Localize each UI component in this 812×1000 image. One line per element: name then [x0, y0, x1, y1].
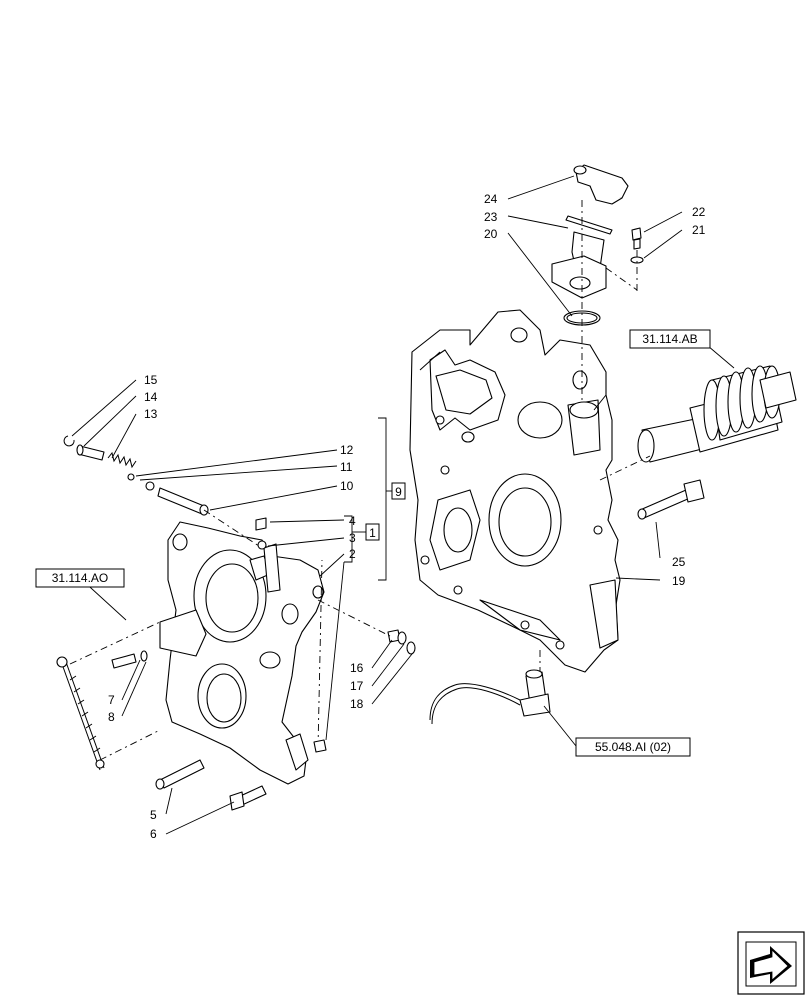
bolt-5	[155, 759, 205, 790]
o-ring-18	[406, 641, 416, 655]
callout-5: 5	[150, 808, 157, 822]
callout-9-box	[391, 482, 406, 500]
next-page-arrow-icon[interactable]	[737, 931, 805, 995]
front-cover	[159, 521, 325, 785]
bolt-22	[631, 227, 642, 250]
bolt-axis-b	[605, 267, 638, 291]
callout-25: 25	[672, 555, 686, 569]
circlip-15	[63, 435, 75, 447]
filler-tube	[551, 231, 607, 299]
filler-gasket	[565, 215, 613, 235]
bolt-6	[229, 785, 267, 811]
callout-9: 9	[395, 485, 402, 499]
callout-21: 21	[692, 223, 706, 237]
ref-box-55-048-ai[interactable]: 55.048.AI (02)	[575, 737, 691, 757]
bracket-1	[344, 515, 353, 563]
plug-4	[255, 517, 267, 531]
bolt-25	[637, 479, 705, 520]
ball-11	[127, 473, 135, 481]
ref-31-114-ao-label[interactable]: 31.114.AO	[52, 571, 108, 585]
callout-14: 14	[144, 390, 158, 404]
ref-box-31-114-ao[interactable]: 31.114.AO	[35, 568, 125, 588]
callout-2: 2	[349, 547, 356, 561]
pto-shaft-assembly	[637, 365, 797, 463]
bracket-9	[378, 417, 387, 581]
callout-1-box	[365, 523, 380, 541]
shaft-axis	[599, 455, 651, 481]
callout-24: 24	[484, 192, 498, 206]
plug-axis	[317, 599, 391, 637]
pin-axis	[203, 509, 263, 549]
washer-8	[140, 650, 148, 662]
dowel-axis	[317, 559, 323, 749]
callout-6: 6	[150, 827, 157, 841]
callout-4: 4	[349, 514, 356, 528]
callout-labels: 24 23 20 22 21 25 19 15 14 13 12 11 10 4…	[108, 192, 706, 841]
bolt-7	[111, 653, 137, 669]
rod-axis-b	[99, 729, 161, 761]
leader-lines	[71, 175, 735, 835]
callout-8: 8	[108, 710, 115, 724]
callout-23: 23	[484, 210, 498, 224]
callout-12: 12	[340, 443, 354, 457]
callout-13: 13	[144, 407, 158, 421]
callout-15: 15	[144, 373, 158, 387]
callout-1: 1	[369, 526, 376, 540]
callout-16: 16	[350, 661, 364, 675]
plug-14	[76, 444, 105, 461]
callout-3: 3	[349, 531, 356, 545]
hose-fitting	[429, 669, 551, 725]
ref-31-114-ab-label[interactable]: 31.114.AB	[642, 332, 697, 346]
rear-housing	[409, 309, 621, 673]
callout-7: 7	[108, 693, 115, 707]
callout-22: 22	[692, 205, 706, 219]
callout-11: 11	[340, 460, 353, 474]
dowel-2	[313, 739, 327, 753]
ref-55-048-ai-label[interactable]: 55.048.AI (02)	[595, 740, 671, 754]
filler-cap	[573, 164, 629, 205]
o-ring-17	[397, 631, 407, 645]
ref-box-31-114-ab[interactable]: 31.114.AB	[629, 329, 711, 349]
screw-3	[257, 540, 267, 550]
callout-19: 19	[672, 574, 686, 588]
spring-13	[107, 451, 137, 469]
callout-18: 18	[350, 697, 364, 711]
callout-20: 20	[484, 227, 498, 241]
callout-17: 17	[350, 679, 364, 693]
callout-10: 10	[340, 479, 354, 493]
pin-10	[145, 481, 209, 516]
control-rod	[56, 656, 105, 771]
